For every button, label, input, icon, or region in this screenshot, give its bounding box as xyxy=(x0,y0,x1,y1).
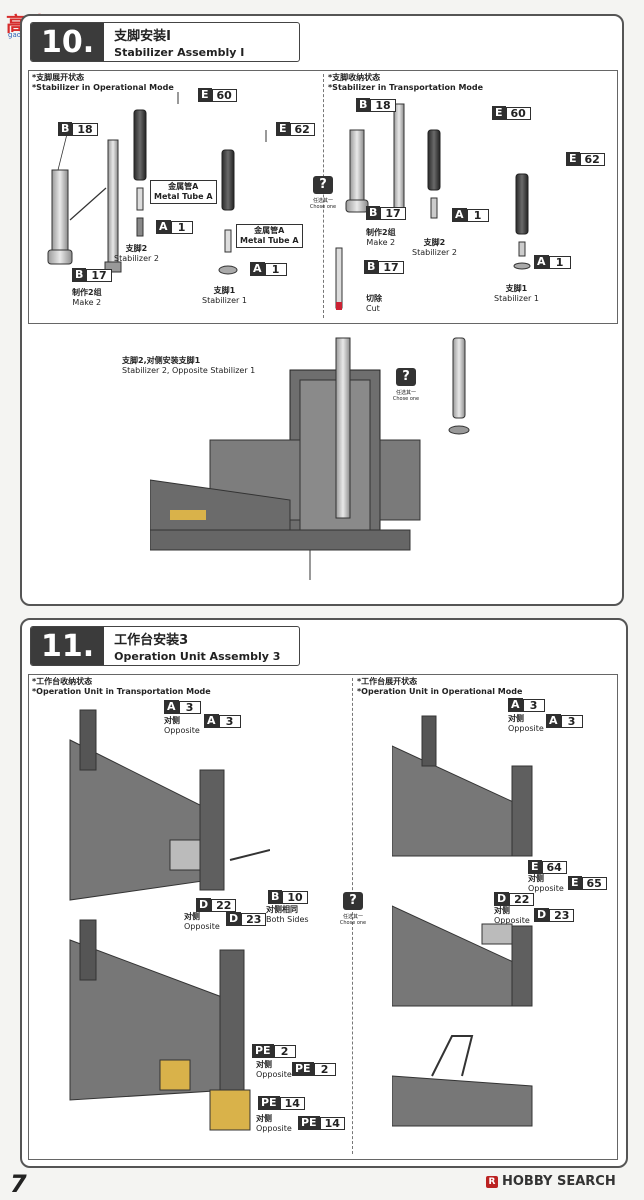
step-10-divider xyxy=(323,74,324,318)
step-11-right-illustration xyxy=(392,715,533,1127)
stabilizer-side-view xyxy=(448,337,470,435)
operation-unit-operational-title: *工作台展开状态*Operation Unit in Operational M… xyxy=(357,677,523,696)
stabilizer-1-left xyxy=(218,149,238,275)
operational-mode-title: *支脚展开状态*Stabilizer in Operational Mode xyxy=(32,73,174,92)
brand-text: HOBBY SEARCH xyxy=(502,1174,616,1189)
step-10-parts-illustration xyxy=(47,92,531,310)
step-11-header: 11. 工作台安装3 Operation Unit Assembly 3 xyxy=(30,626,300,666)
stabilizer-1-right xyxy=(513,173,531,270)
part-b17-cut-right xyxy=(335,247,343,310)
brand-logo: R HOBBY SEARCH xyxy=(486,1174,616,1189)
step-10-number: 10. xyxy=(31,23,105,61)
operation-unit-transport-title: *工作台收纳状态*Operation Unit in Transportatio… xyxy=(32,677,211,696)
step-10-assembly-illustration xyxy=(150,337,421,580)
brand-mark: R xyxy=(486,1175,498,1188)
step-10-header: 10. 支脚安装Ⅰ Stabilizer Assembly Ⅰ xyxy=(30,22,300,62)
transport-mode-title: *支脚收纳状态*Stabilizer in Transportation Mod… xyxy=(328,73,484,92)
part-b18-tube-left xyxy=(47,169,73,265)
part-b18-tube-right xyxy=(345,103,405,215)
step-11-title-cn: 工作台安装3 xyxy=(114,633,189,648)
step-10-title-cn: 支脚安装Ⅰ xyxy=(114,29,171,44)
step-11-left-illustration xyxy=(69,709,270,1131)
choose-one-icon-bottom: ? xyxy=(396,368,416,386)
step-10-title-en: Stabilizer Assembly Ⅰ xyxy=(114,46,245,59)
page-number: 7 xyxy=(10,1170,27,1198)
choose-one-icon: ? xyxy=(313,176,333,194)
step-11-divider xyxy=(352,678,353,1154)
part-b17-tube-left xyxy=(104,139,122,273)
step-11-title-en: Operation Unit Assembly 3 xyxy=(114,650,281,663)
stabilizer-2-left xyxy=(133,109,147,237)
step-11-number: 11. xyxy=(31,627,105,665)
stabilizer-2-right xyxy=(427,129,441,219)
choose-one-icon-step11: ? xyxy=(343,892,363,910)
